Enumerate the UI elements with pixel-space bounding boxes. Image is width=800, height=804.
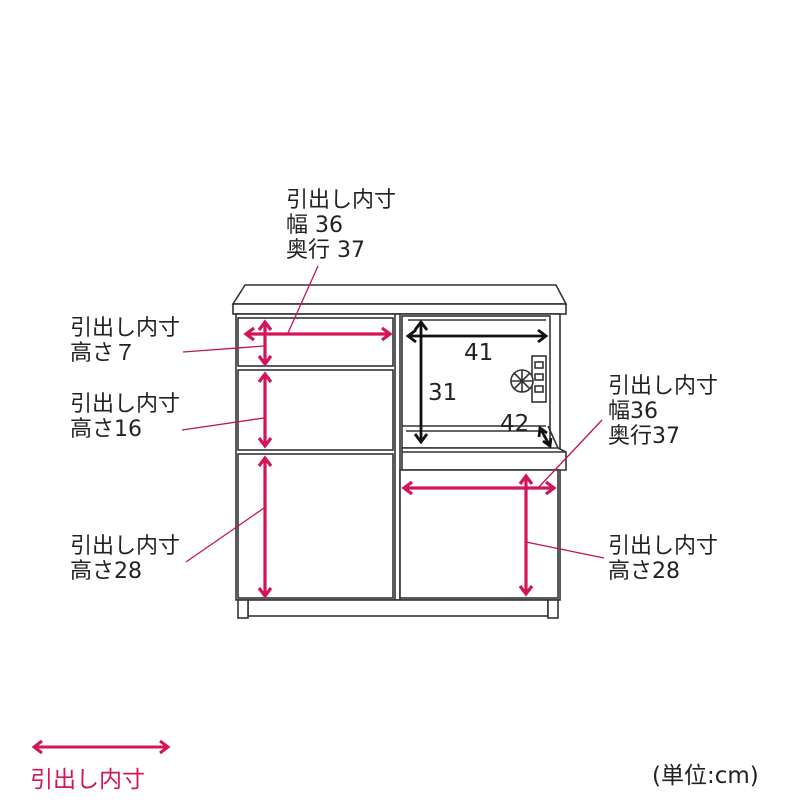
label-left-low-title: 引出し内寸 — [70, 534, 181, 559]
label-right-slide-width: 幅36 — [608, 399, 658, 424]
label-right-low: 引出し内寸 高さ28 — [608, 534, 718, 584]
cabinet-top-front — [232, 303, 567, 315]
label-left-small-height: 高さ７ — [70, 341, 137, 366]
label-right-slide: 引出し内寸 幅36 奥行37 — [608, 374, 718, 449]
leader-left-small — [182, 345, 265, 353]
dimension-depth: 42 — [500, 411, 530, 437]
legend-label: 引出し内寸 — [30, 767, 145, 793]
label-left-small-title: 引出し内寸 — [70, 316, 181, 341]
label-left-low-height: 高さ28 — [70, 559, 142, 584]
unit-note: (単位:cm) — [652, 763, 759, 789]
label-top-drawer-width: 幅 36 — [286, 213, 343, 238]
right-bottom-drawer — [399, 469, 559, 599]
dimension-width: 41 — [464, 340, 494, 366]
cabinet-right-leg — [547, 599, 559, 619]
label-right-low-title: 引出し内寸 — [608, 534, 719, 559]
dimension-height: 31 — [428, 380, 458, 406]
label-left-mid-height: 高さ16 — [70, 417, 142, 442]
label-top-drawer-depth: 奥行 37 — [286, 238, 365, 263]
label-left-small: 引出し内寸 高さ７ — [70, 316, 180, 366]
depth-arrow-line — [538, 427, 552, 447]
label-right-slide-depth: 奥行37 — [608, 424, 680, 449]
leader-right-low — [525, 541, 605, 559]
leader-left-mid — [181, 417, 265, 431]
label-right-slide-title: 引出し内寸 — [608, 374, 719, 399]
leader-top — [287, 265, 319, 334]
leader-right-slide — [537, 419, 603, 489]
cabinet-top-board — [231, 284, 568, 305]
leader-left-low — [185, 507, 265, 563]
label-left-mid-title: 引出し内寸 — [70, 392, 181, 417]
left-middle-drawer — [237, 369, 394, 451]
slide-out-shelf — [401, 447, 567, 471]
label-left-low: 引出し内寸 高さ28 — [70, 534, 180, 584]
cabinet-plinth — [247, 599, 549, 617]
label-right-low-height: 高さ28 — [608, 559, 680, 584]
label-left-mid: 引出し内寸 高さ16 — [70, 392, 180, 442]
outlet-panel — [531, 355, 547, 403]
cabinet-left-leg — [237, 599, 249, 619]
label-top-drawer-title: 引出し内寸 — [286, 188, 397, 213]
left-bottom-drawer — [237, 453, 394, 599]
label-top-drawer: 引出し内寸 幅 36 奥行 37 — [286, 188, 396, 263]
